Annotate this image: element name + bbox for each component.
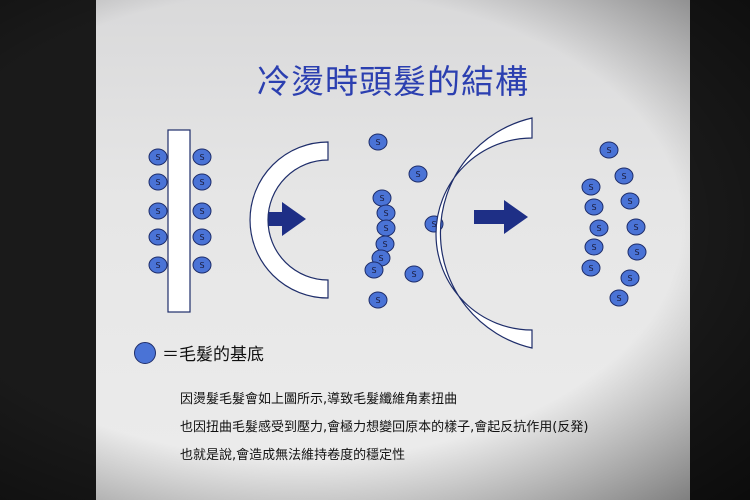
hair-base-bead: S — [584, 238, 604, 256]
hair-base-bead: S — [376, 204, 396, 222]
bead-label: S — [616, 294, 621, 303]
legend-label: ＝毛髮的基底 — [162, 345, 264, 365]
hair-base-bead: S — [148, 148, 168, 166]
hair-base-bead: S — [581, 259, 601, 277]
hair-base-bead: S — [584, 198, 604, 216]
hair-base-bead: S — [192, 148, 212, 166]
bead-label: S — [382, 240, 387, 249]
hair-base-bead: S — [192, 256, 212, 274]
hair-base-bead: S — [148, 256, 168, 274]
hair-base-bead: S — [368, 291, 388, 309]
bead-label: S — [383, 209, 388, 218]
bead-label: S — [627, 197, 632, 206]
description-line-3: 也就是說,會造成無法維持卷度的穩定性 — [180, 448, 406, 463]
hair-base-bead: S — [408, 165, 428, 183]
hair-base-bead: S — [375, 235, 395, 253]
hair-base-bead: S — [192, 202, 212, 220]
description-line-2: 也因扭曲毛髮感受到壓力,會極力想變回原本的樣子,會起反抗作用(反発) — [180, 420, 589, 435]
bead-label: S — [591, 243, 596, 252]
bead-label: S — [199, 233, 204, 242]
arrow-right-icon — [474, 200, 528, 234]
bead-label: S — [415, 170, 420, 179]
bead-label: S — [596, 224, 601, 233]
hair-base-bead: S — [192, 173, 212, 191]
hair-base-bead: S — [599, 141, 619, 159]
bead-label: S — [588, 183, 593, 192]
bead-label: S — [383, 224, 388, 233]
hair-base-bead: S — [620, 192, 640, 210]
bead-label: S — [199, 178, 204, 187]
hair-base-bead: S — [148, 202, 168, 220]
hair-base-bead: S — [148, 173, 168, 191]
bead-label: S — [155, 153, 160, 162]
hair-base-bead: S — [404, 265, 424, 283]
recovering-hair-strand — [435, 117, 533, 349]
hair-base-bead: S — [609, 289, 629, 307]
hair-base-bead: S — [376, 219, 396, 237]
legend-base-icon — [134, 341, 156, 364]
bead-label: S — [606, 146, 611, 155]
bead-label: S — [634, 248, 639, 257]
bead-label: S — [591, 203, 596, 212]
bead-label: S — [199, 153, 204, 162]
bead-label: S — [155, 233, 160, 242]
hair-base-bead: S — [620, 269, 640, 287]
legend: ＝毛髮的基底 — [134, 340, 264, 365]
bead-label: S — [411, 270, 416, 279]
hair-base-bead: S — [364, 261, 384, 279]
bead-label: S — [155, 178, 160, 187]
recovering-hair-beads: S S S S S S S S S S S S — [581, 141, 647, 307]
hair-base-bead: S — [614, 167, 634, 185]
bead-label: S — [199, 207, 204, 216]
bead-label: S — [371, 266, 376, 275]
hair-base-bead: S — [372, 189, 392, 207]
bead-label: S — [378, 254, 383, 263]
hair-base-bead: S — [626, 218, 646, 236]
bead-label: S — [379, 194, 384, 203]
bead-label: S — [199, 261, 204, 270]
hair-base-bead: S — [148, 228, 168, 246]
bead-label: S — [155, 261, 160, 270]
bead-label: S — [375, 138, 380, 147]
hair-base-bead: S — [589, 219, 609, 237]
description-line-1: 因燙髮毛髮會如上圖所示,導致毛髮纖維角素扭曲 — [180, 392, 458, 407]
bead-label: S — [155, 207, 160, 216]
bead-label: S — [621, 172, 626, 181]
hair-base-bead: S — [192, 228, 212, 246]
hair-base-bead: S — [581, 178, 601, 196]
bead-label: S — [633, 223, 638, 232]
hair-base-bead: S — [368, 133, 388, 151]
hair-base-bead: S — [627, 243, 647, 261]
bead-label: S — [627, 274, 632, 283]
bead-label: S — [375, 296, 380, 305]
bead-label: S — [588, 264, 593, 273]
straight-hair-strand — [167, 129, 191, 313]
